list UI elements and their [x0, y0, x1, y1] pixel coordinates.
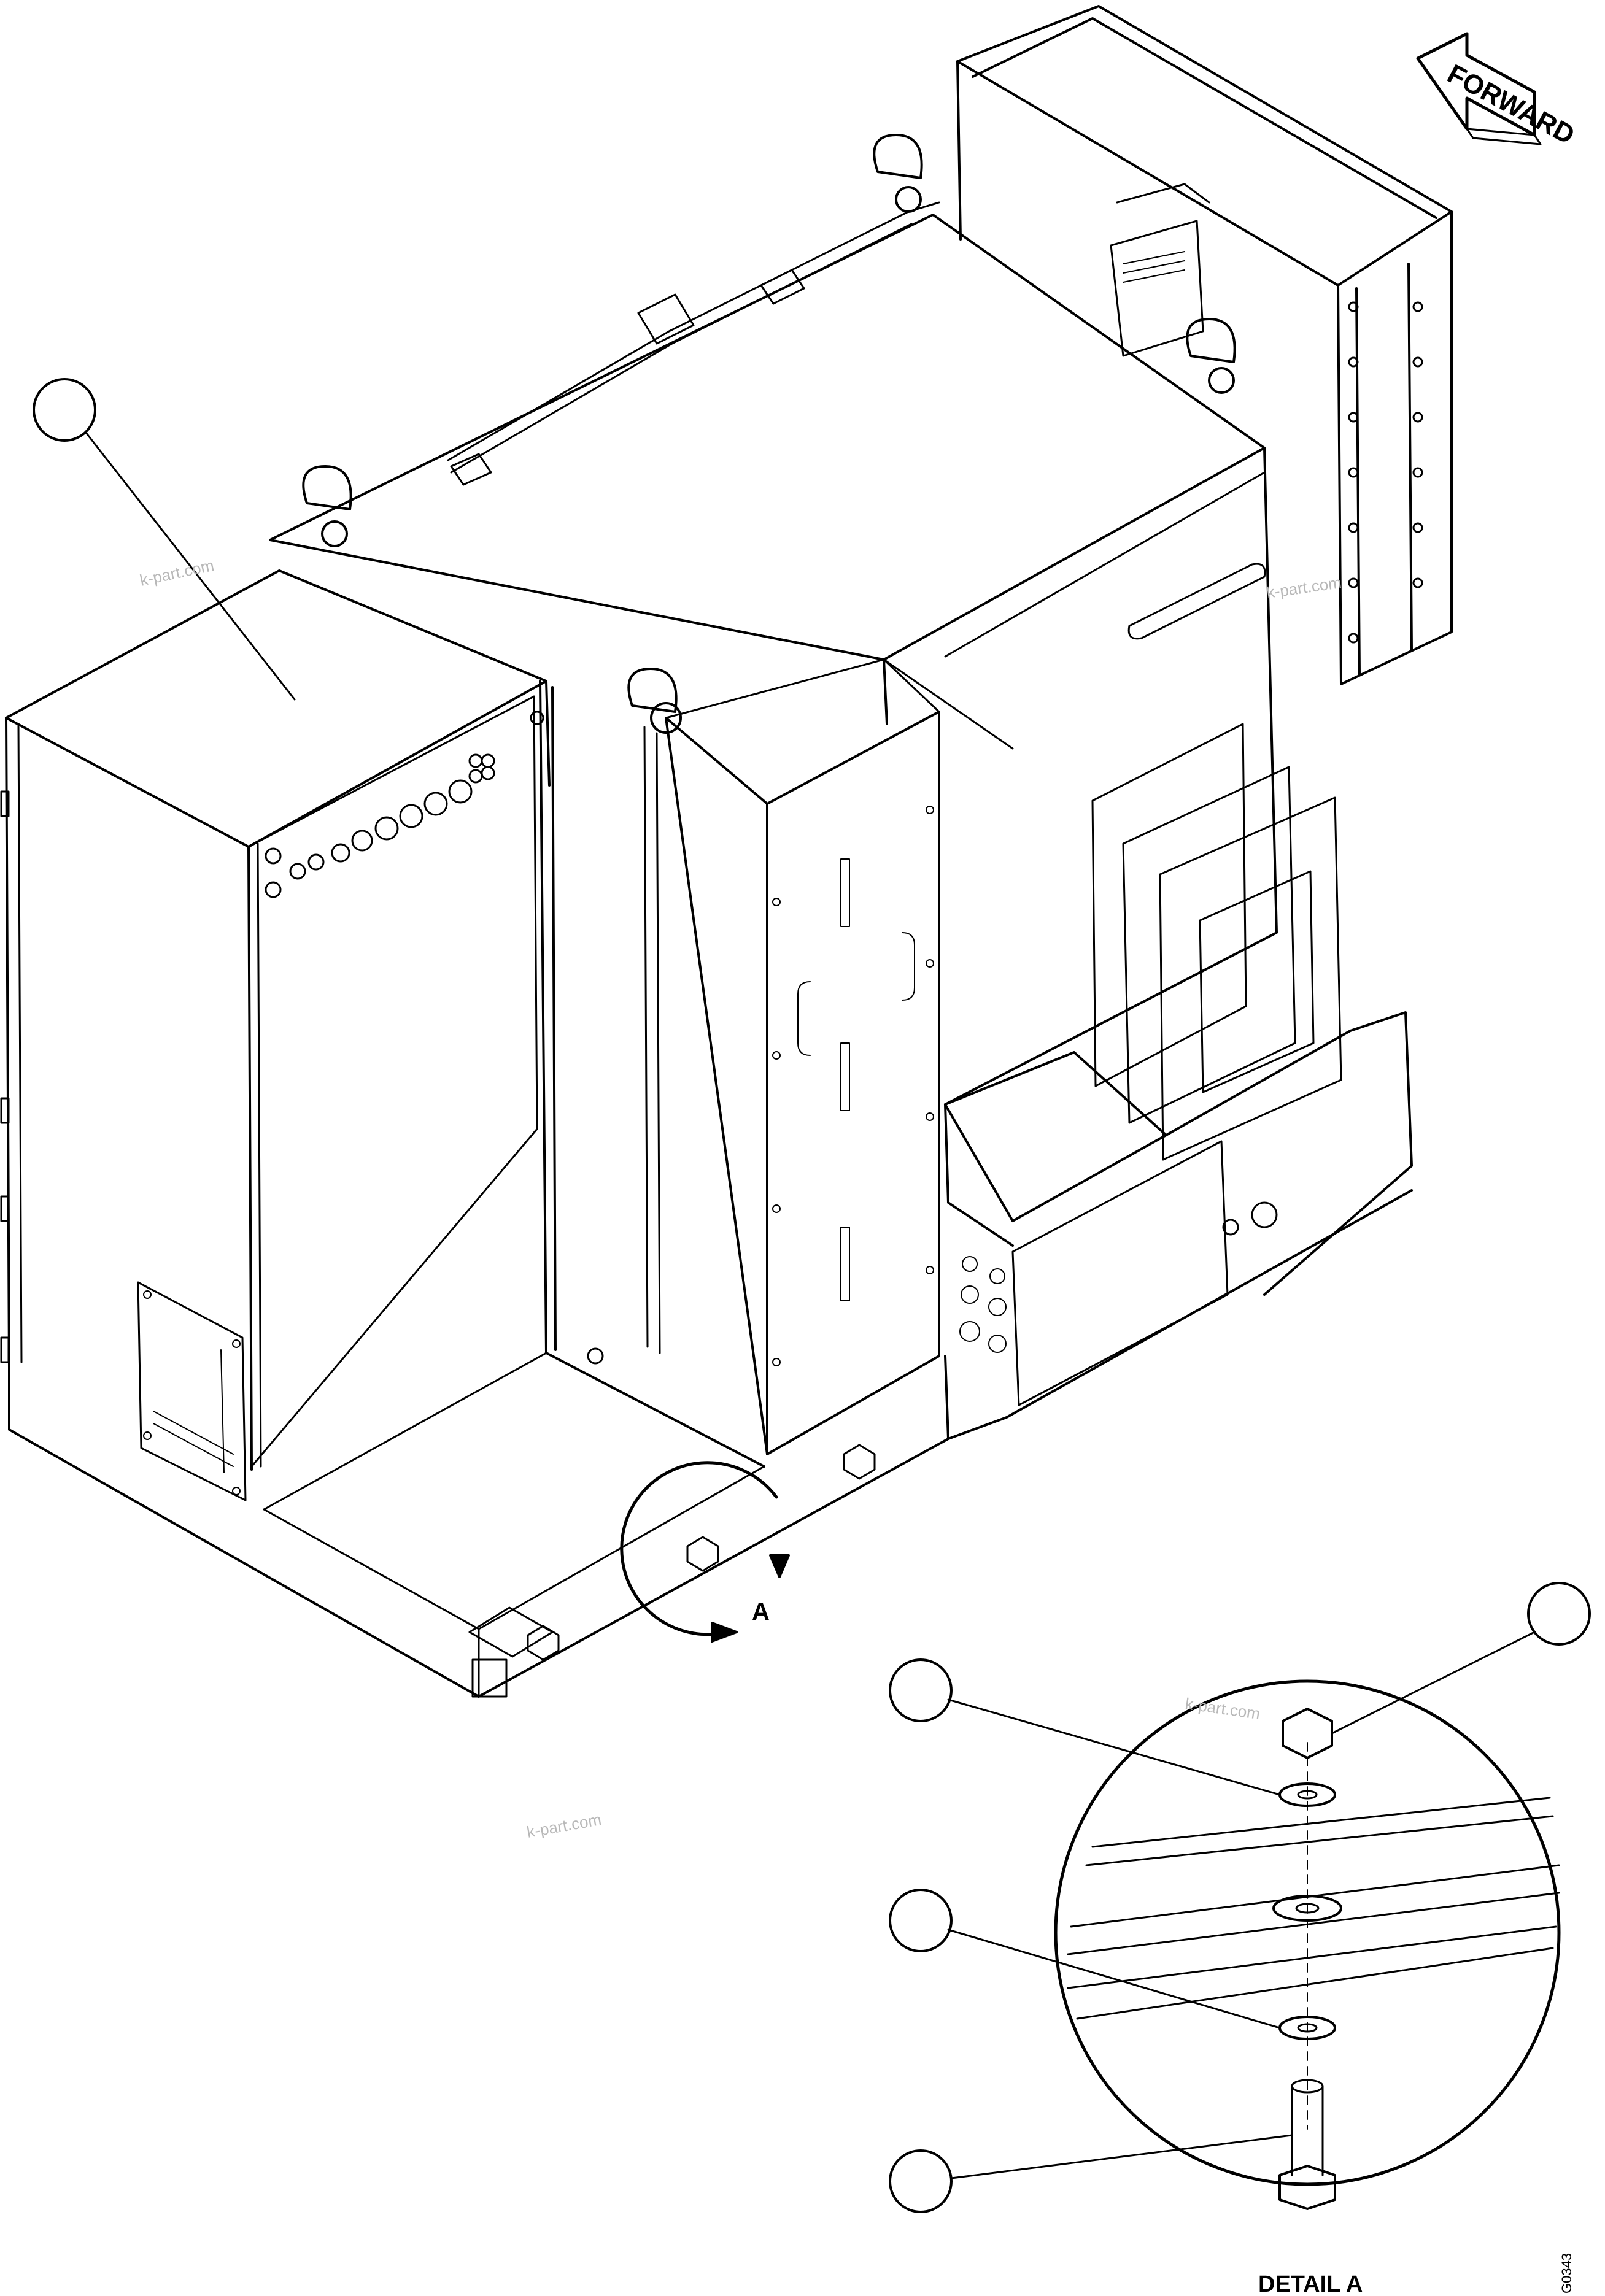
lifting-eye — [627, 668, 682, 734]
upper-housing — [269, 201, 1278, 1106]
callout-balloon — [33, 378, 296, 701]
center-panel — [665, 658, 940, 1455]
frame-nut — [527, 1444, 876, 1661]
watermark: k-part.com — [1266, 573, 1343, 602]
lifting-eye — [873, 134, 923, 213]
duct-flange — [1091, 723, 1342, 1161]
front-cabinet — [0, 569, 551, 1501]
lifting-eye — [302, 465, 352, 547]
detail-callout-letter: A — [752, 1598, 770, 1625]
base-frame — [8, 1189, 1413, 1698]
watermark: k-part.com — [525, 1810, 603, 1841]
lifting-eye — [1186, 318, 1236, 394]
callout-balloon — [1331, 1582, 1591, 1735]
handle — [1127, 563, 1266, 640]
rail-bracket — [450, 269, 805, 486]
callout-balloon — [889, 1658, 1281, 1796]
callout-balloon — [889, 2134, 1293, 2213]
forward-arrow — [1416, 32, 1542, 145]
detail-a-view — [1054, 1679, 1561, 2210]
detail-caption: DETAIL A — [1258, 2271, 1363, 2296]
forward-arrow-label: FORWARD — [1442, 59, 1579, 151]
callout-balloon — [889, 1889, 1281, 2029]
rear-unit — [956, 5, 1453, 685]
middle-compartment — [530, 680, 765, 1468]
watermark: k-part.com — [1184, 1694, 1261, 1723]
detail-a-callout — [620, 1461, 790, 1643]
figure-code: G0343 — [1559, 2253, 1574, 2294]
